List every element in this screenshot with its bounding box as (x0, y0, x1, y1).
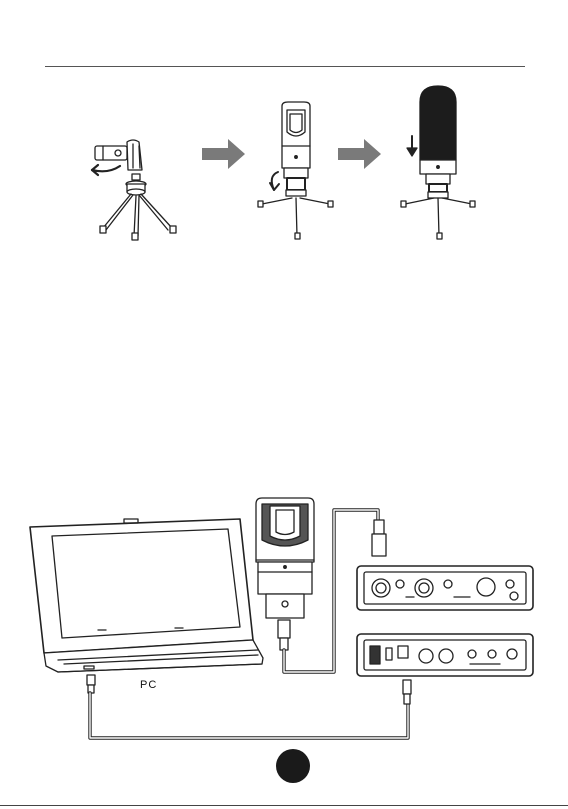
laptop-usb-cable (87, 675, 411, 738)
audio-interface-front (357, 566, 533, 610)
step-arrow-1 (202, 139, 245, 169)
step-arrow-2 (338, 139, 381, 169)
laptop-illustration (30, 519, 263, 672)
pc-label: PC (140, 679, 157, 691)
page-marker (276, 749, 310, 783)
bottom-divider (0, 805, 568, 806)
step2-mic-on-tripod (258, 102, 333, 239)
step1-mount-and-tripod (92, 140, 176, 240)
step3-mic-with-windscreen (401, 86, 475, 239)
audio-interface-back (357, 634, 533, 676)
